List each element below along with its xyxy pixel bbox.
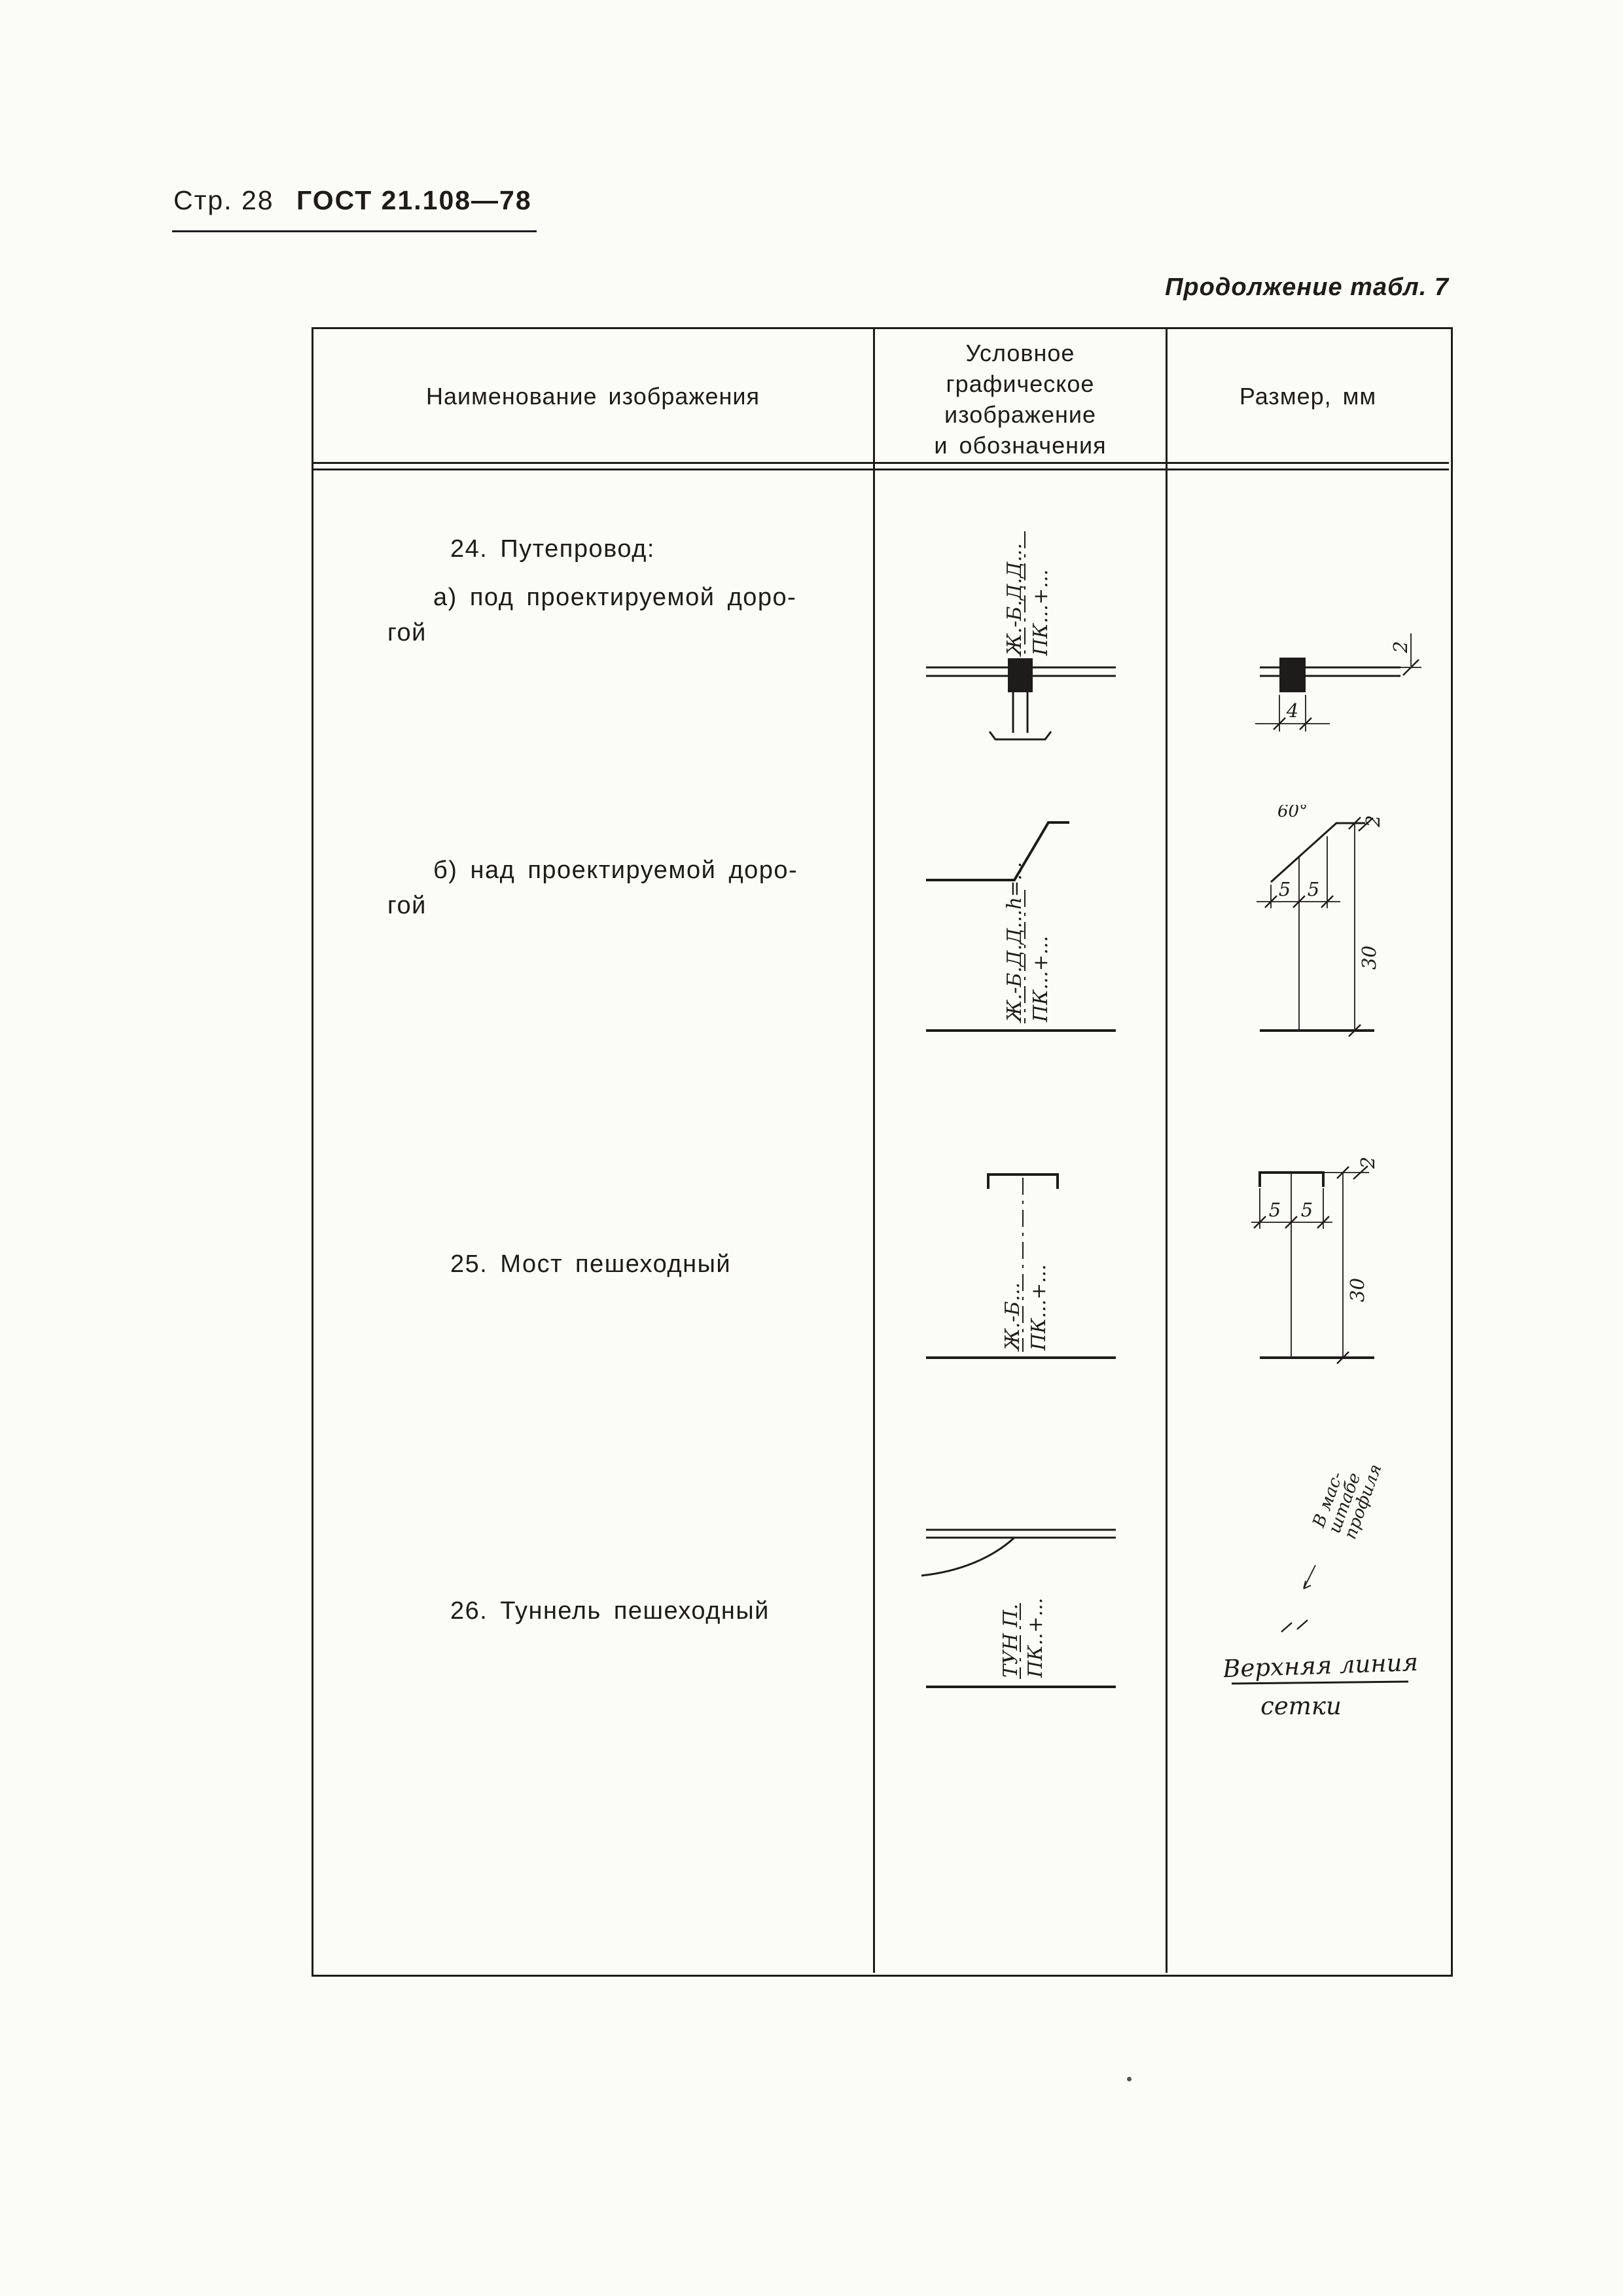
scan-speck (1127, 2077, 1132, 2081)
dim-tick (1285, 1216, 1298, 1229)
structure-label: ТУН П. (999, 1604, 1022, 1678)
table-caption: Продолжение табл. 7 (1165, 274, 1449, 301)
ramp-symbol (1270, 822, 1365, 883)
grid-note-rule (1231, 1680, 1409, 1685)
item-25-label: 25. Мост пешеходный (450, 1250, 732, 1278)
bridge-symbol (987, 1173, 1059, 1189)
drawing-24a-overpass-under: Ж.-Б.Д.Д... ПК...+... (926, 531, 1116, 741)
dim-left-label: 5 (1269, 1199, 1281, 1221)
abutment-symbol (988, 731, 1052, 741)
picket-label: ПК...+... (1029, 936, 1052, 1023)
size-26: В мас- штабе профиля Верхняя линия сетки (1224, 1466, 1419, 1720)
item-24a-label: а) под проектируемой доро- гой (387, 584, 797, 646)
dim-tick (1281, 1622, 1293, 1633)
dim-tick (1353, 1165, 1368, 1180)
column-divider-2 (1166, 327, 1168, 1973)
column-divider-1 (873, 327, 875, 1973)
col-header-name: Наименование изображения (425, 383, 760, 410)
picket-label: ПК..+... (1024, 1598, 1047, 1678)
doc-number: ГОСТ 21.108—78 (296, 185, 532, 215)
dim-gap-label: 2 (1357, 1157, 1379, 1169)
dim-tick (1348, 817, 1361, 830)
structure-label: Ж.-Б.Д.Д... (1003, 543, 1026, 657)
dim-height-label: 30 (1346, 1278, 1368, 1302)
grid-note-line2: сетки (1260, 1692, 1342, 1720)
structure-label: Ж.-Б... (1001, 1282, 1024, 1352)
dim-tick (1264, 895, 1277, 908)
picket-label: ПК...+... (1029, 569, 1052, 656)
drawing-24b-overpass-over: Ж.-Б.Д.Д...h=... ПК...+... (926, 821, 1116, 1032)
dim-right-label: 5 (1308, 878, 1319, 900)
approach-curve (921, 1536, 1016, 1577)
col-header-symbol: Условное графическое изображение и обозн… (934, 340, 1107, 459)
dim-tick (1296, 1619, 1308, 1630)
size-25: 2 5 5 30 (1251, 1157, 1379, 1364)
angle-label: 60° (1277, 805, 1308, 821)
item-24-title: 24. Путепровод: (450, 535, 655, 563)
dim-left-label: 5 (1279, 878, 1291, 900)
item-24b-label: б) над проектируемой доро- гой (387, 857, 798, 919)
dim-tick (1299, 717, 1312, 730)
item-26-label: 26. Туннель пешеходный (450, 1597, 770, 1625)
tunnel-symbol (1013, 1554, 1028, 1600)
dim-tick (1253, 1216, 1266, 1229)
header-rule-bottom (312, 468, 1449, 470)
grid-note-line1: Верхняя линия (1224, 1648, 1419, 1683)
dim-tick (1402, 659, 1419, 676)
bridge-symbol (1258, 1171, 1325, 1187)
header-rule-top (312, 462, 1449, 464)
dim-right-label: 5 (1301, 1199, 1313, 1221)
dim-tick (1358, 817, 1374, 832)
structure-label: Ж.-Б.Д.Д...h=... (1003, 862, 1026, 1023)
table-frame (312, 327, 1453, 1977)
overpass-symbol (1279, 658, 1306, 692)
picket-label: ПК...+... (1027, 1264, 1050, 1351)
col-header-size: Размер, мм (1239, 383, 1377, 410)
dim-height-label: 30 (1358, 945, 1380, 970)
overpass-symbol (1008, 658, 1033, 692)
tunnel-symbol (1285, 1551, 1300, 1600)
running-head-rule (172, 230, 537, 232)
page-number: Стр. 28 (173, 185, 274, 215)
dim-gap-label: 2 (1389, 641, 1412, 654)
size-24a: 2 4 (1255, 633, 1421, 732)
drawing-25-pedestrian-bridge: Ж.-Б... ПК...+... (926, 1173, 1116, 1359)
dim-gap-label: 2 (1362, 815, 1384, 828)
dim-tick (1273, 717, 1286, 730)
dim-width-label: 4 (1286, 699, 1298, 722)
ramp-symbol (926, 821, 1069, 881)
running-head: Стр. 28 ГОСТ 21.108—78 (173, 185, 532, 216)
dim-tick (1321, 895, 1334, 908)
leader-arrow (1303, 1564, 1316, 1589)
drawing-26-pedestrian-tunnel: ТУН П. ПК..+... (921, 1528, 1116, 1688)
dim-tick (1317, 1216, 1330, 1229)
dim-tick (1336, 1166, 1349, 1179)
size-24b: 60° 2 5 5 30 (1257, 805, 1384, 1037)
